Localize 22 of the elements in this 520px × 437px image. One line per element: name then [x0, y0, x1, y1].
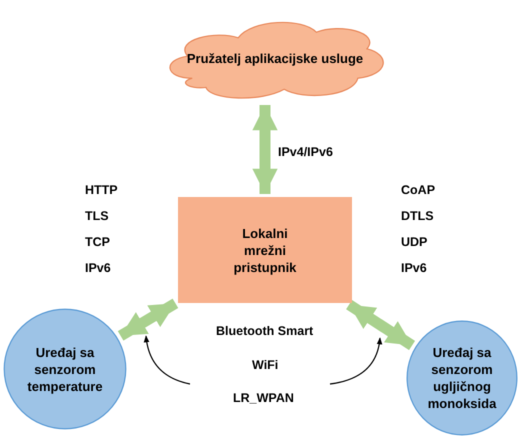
- node-label: Uređaj sa senzorom temperature: [26, 344, 104, 394]
- node-label: Lokalni mrežni pristupnik: [232, 224, 298, 276]
- device-circle: [3, 308, 127, 430]
- process-box: [178, 197, 352, 303]
- protocol-label: TLS: [85, 209, 109, 223]
- double-arrow: [252, 105, 278, 194]
- protocol-label: HTTP: [85, 183, 118, 197]
- edge-label: IPv4/IPv6: [278, 145, 333, 159]
- double-arrow: [118, 298, 178, 341]
- node-label: Pružatelj aplikacijske usluge: [186, 50, 364, 66]
- technology-label: LR_WPAN: [233, 391, 294, 405]
- double-arrow: [346, 300, 416, 350]
- protocol-label: CoAP: [401, 183, 436, 197]
- protocol-label: TCP: [85, 235, 110, 249]
- technology-label: Bluetooth Smart: [216, 324, 314, 338]
- device-circle: [406, 320, 518, 436]
- node-label: Uređaj sa senzorom ugljičnog monoksida: [426, 344, 498, 412]
- protocol-label: UDP: [401, 235, 428, 249]
- protocol-label: IPv6: [401, 261, 427, 275]
- protocol-label: DTLS: [401, 209, 434, 223]
- protocol-label: IPv6: [85, 261, 111, 275]
- technology-label: WiFi: [252, 358, 278, 372]
